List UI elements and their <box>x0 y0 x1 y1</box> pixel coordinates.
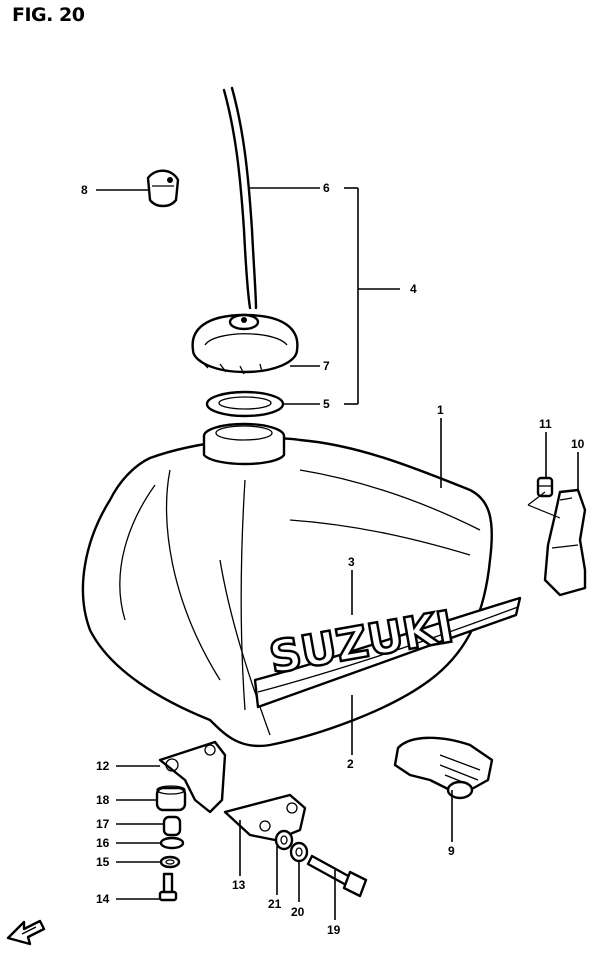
callout-12: 12 <box>96 759 110 773</box>
cap-gasket <box>205 390 285 418</box>
bolt-19 <box>306 854 368 898</box>
callout-3: 3 <box>348 555 355 569</box>
washer-15 <box>159 855 181 869</box>
callout-5: 5 <box>323 397 330 411</box>
callout-19: 19 <box>327 923 341 937</box>
bracket-screw <box>536 476 554 498</box>
callout-17: 17 <box>96 817 110 831</box>
callout-numbers: 6 4 7 5 8 1 11 10 3 2 9 12 18 17 16 15 1… <box>81 181 585 937</box>
cushion-17 <box>162 815 182 837</box>
callout-21: 21 <box>268 897 282 911</box>
cushion-18 <box>155 785 187 812</box>
figure-title: FIG. 20 <box>12 4 85 26</box>
callout-18: 18 <box>96 793 110 807</box>
arrow-icon <box>6 919 46 946</box>
fuel-cap <box>191 313 299 375</box>
leader-lines <box>96 187 579 920</box>
callout-6: 6 <box>323 181 330 195</box>
washer-20 <box>289 841 309 863</box>
callout-7: 7 <box>323 359 330 373</box>
callout-16: 16 <box>96 836 110 850</box>
callout-13: 13 <box>232 878 246 892</box>
washer-21 <box>274 829 294 851</box>
tank-front-bracket <box>158 740 227 814</box>
callout-20: 20 <box>291 905 305 919</box>
hose-clamp <box>146 169 180 208</box>
callout-10: 10 <box>571 437 585 451</box>
callout-8: 8 <box>81 183 88 197</box>
fuel-tank: SUZUKI <box>81 422 522 748</box>
callout-1: 1 <box>437 403 444 417</box>
tank-bracket-rear <box>543 488 587 597</box>
bolt-14 <box>158 872 178 902</box>
callout-15: 15 <box>96 855 110 869</box>
washer-16 <box>159 836 185 850</box>
callout-4: 4 <box>410 282 417 296</box>
breather-hose <box>222 86 258 310</box>
callout-9: 9 <box>448 844 455 858</box>
callout-2: 2 <box>347 757 354 771</box>
callout-11: 11 <box>539 417 552 431</box>
tank-mount-plate <box>223 793 307 842</box>
tank-rear-rubber <box>393 736 494 800</box>
callout-14: 14 <box>96 892 110 906</box>
